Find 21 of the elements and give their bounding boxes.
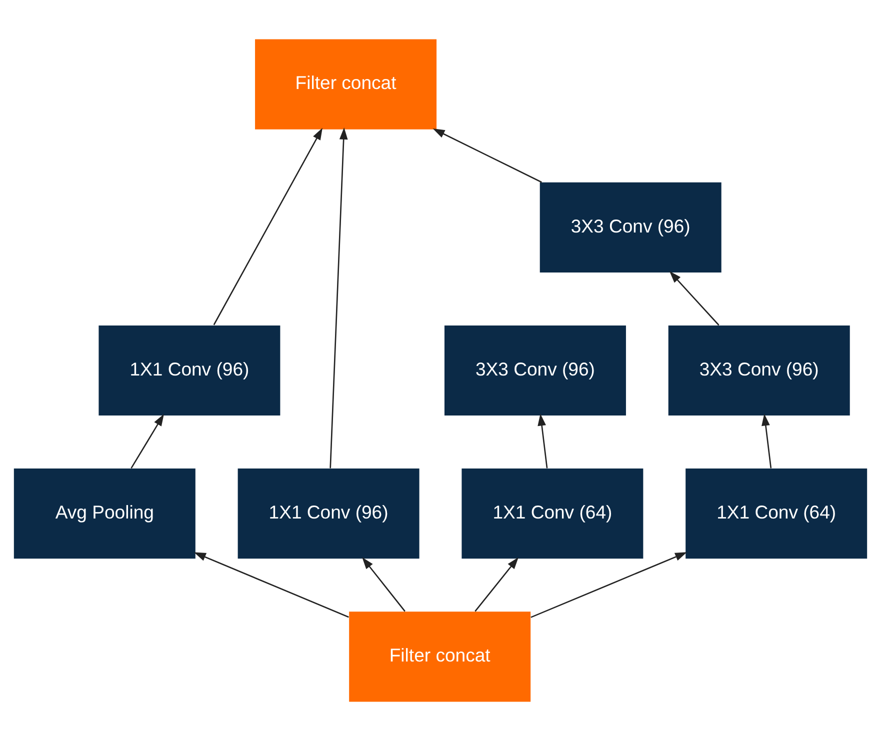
arrow (330, 127, 348, 468)
node-box: 3X3 Conv (96) (444, 325, 626, 416)
arrow (362, 557, 406, 612)
arrow (213, 128, 322, 326)
arrow (530, 552, 688, 618)
arrow (432, 128, 542, 183)
arrow (538, 414, 548, 468)
node-box: 3X3 Conv (96) (540, 182, 722, 272)
arrow (669, 271, 720, 326)
arrow (194, 552, 349, 618)
node-box: 1X1 Conv (96) (98, 325, 280, 416)
node-box: Avg Pooling (14, 468, 196, 559)
node-box: 3X3 Conv (96) (668, 325, 850, 416)
node-box: 1X1 Conv (64) (462, 468, 644, 559)
arrow (130, 414, 164, 469)
node-box: Filter concat (255, 39, 437, 130)
node-box: 1X1 Conv (64) (686, 468, 868, 559)
node-box: Filter concat (349, 612, 531, 702)
node-box: 1X1 Conv (96) (238, 468, 420, 559)
arrow (474, 557, 518, 612)
arrow (762, 414, 772, 468)
